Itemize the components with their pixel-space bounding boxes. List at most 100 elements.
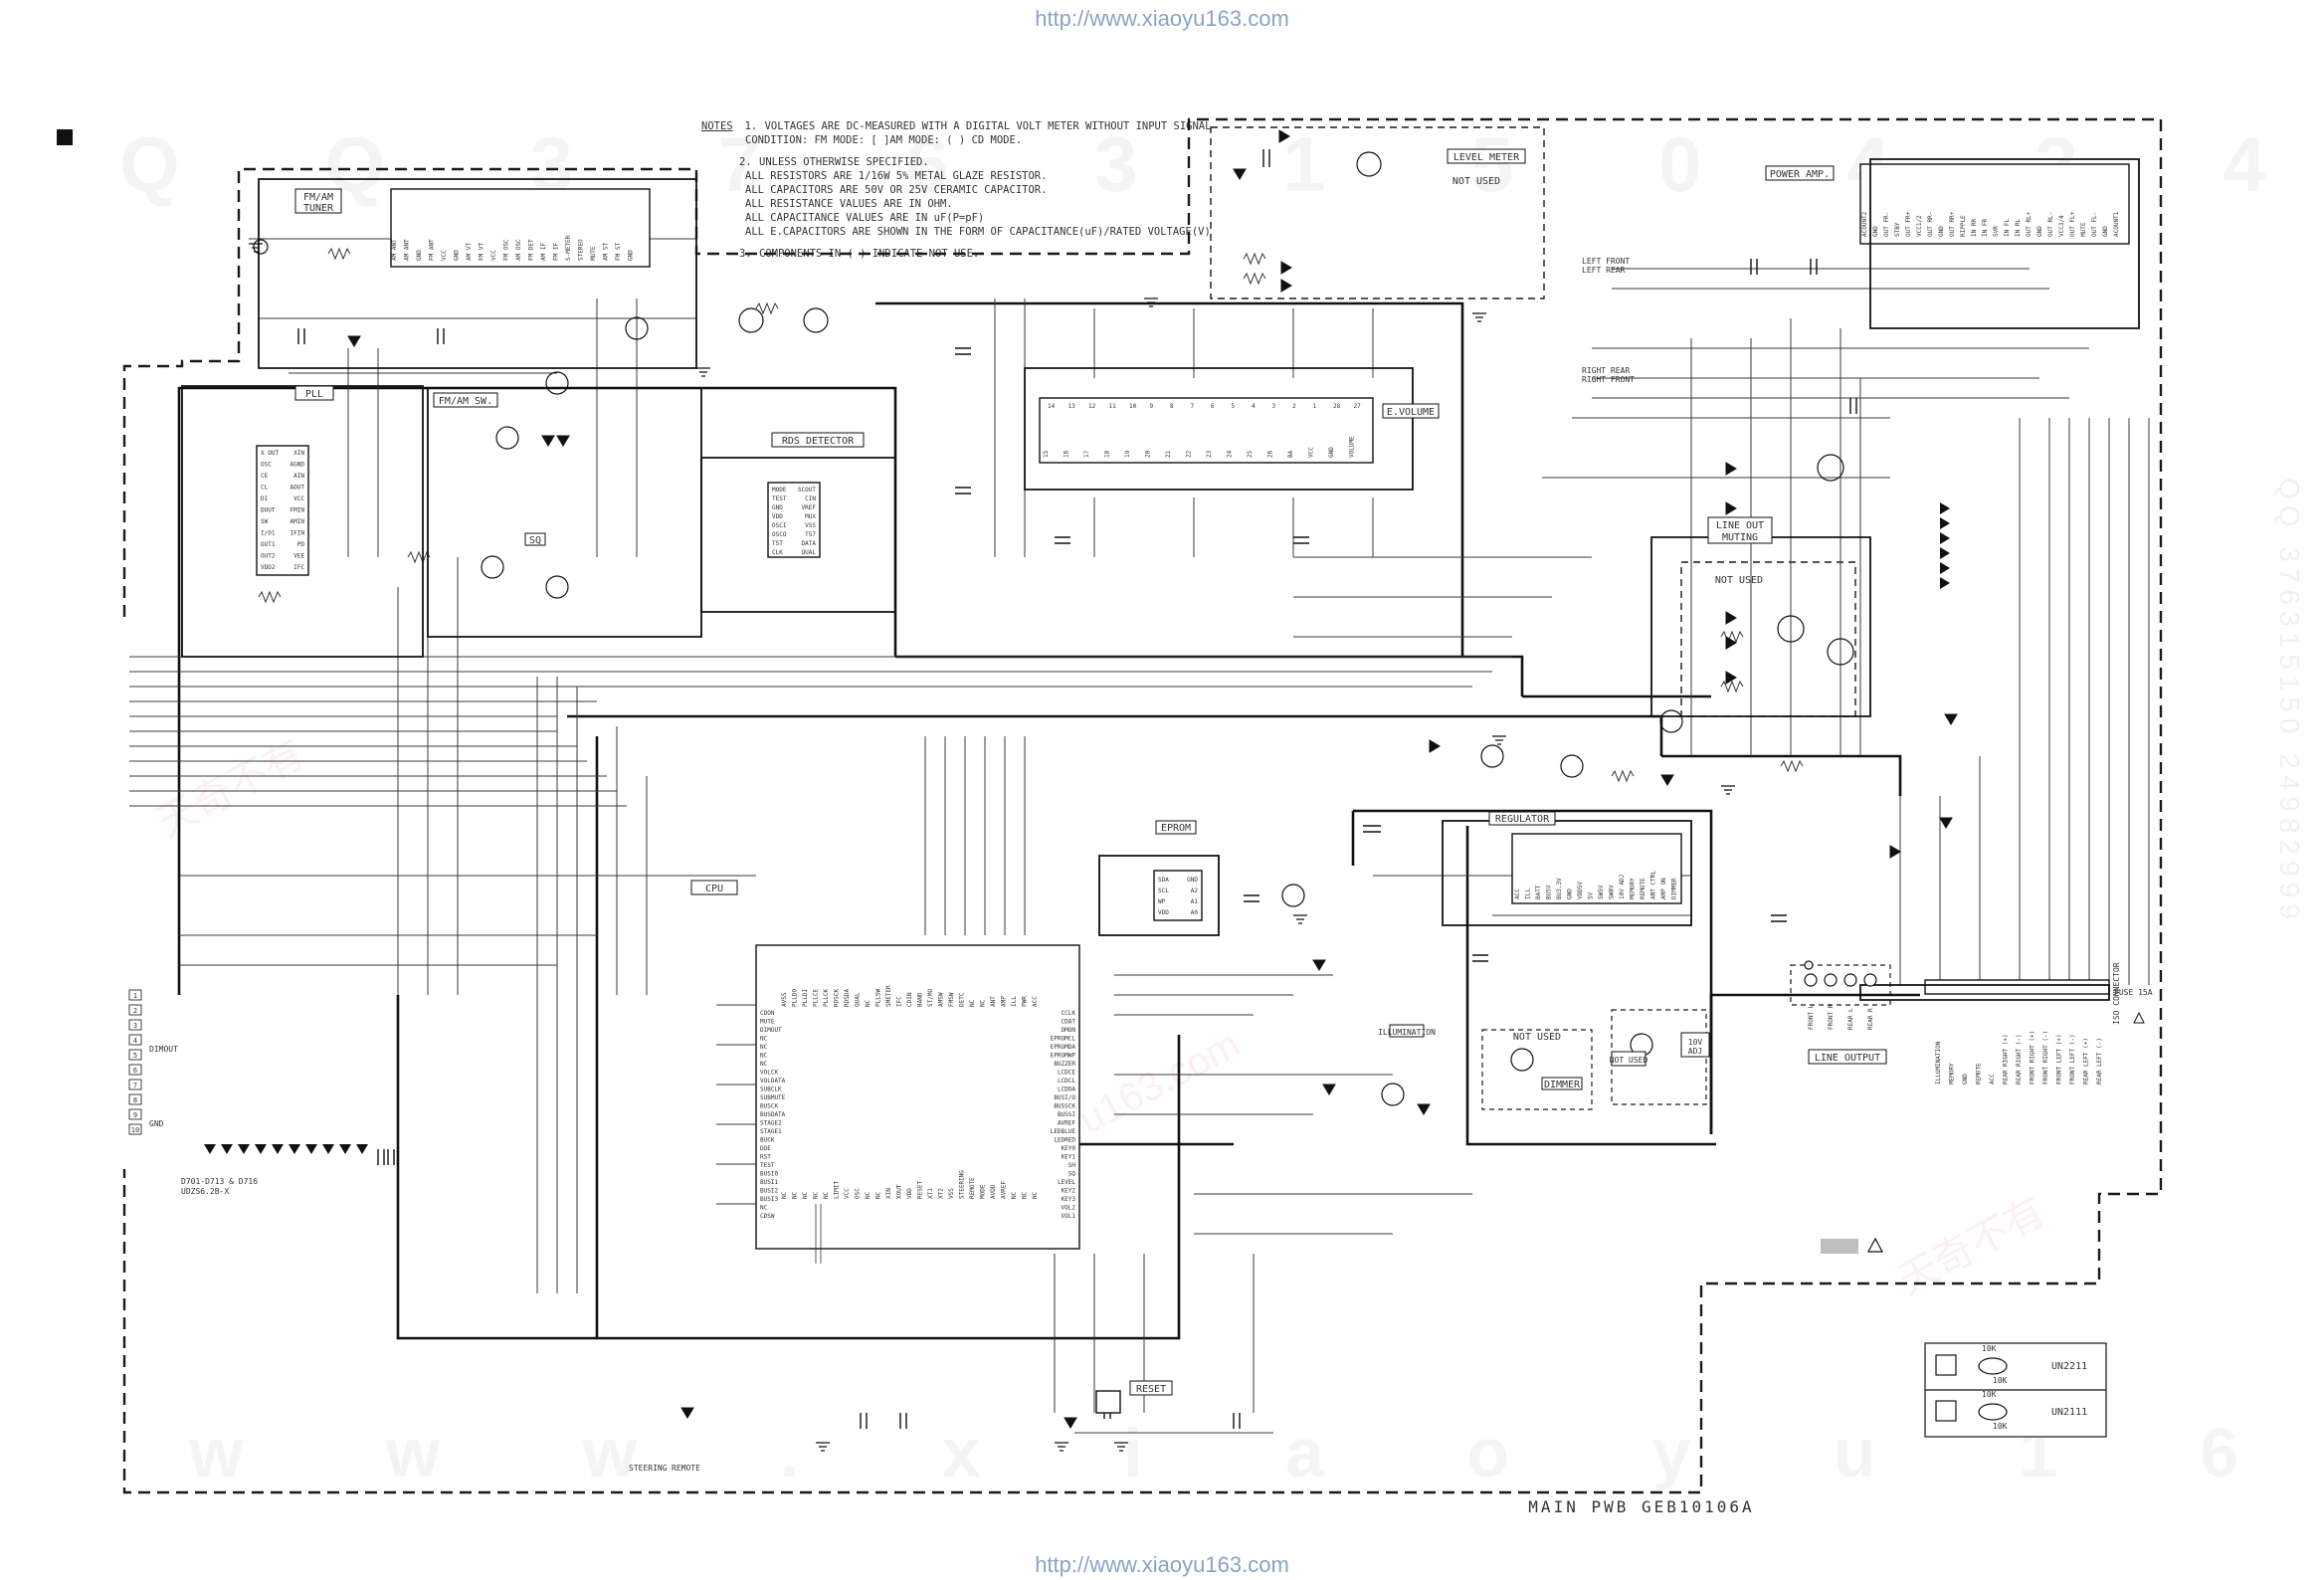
pll-pin-label: VEE xyxy=(293,553,304,560)
label-power-amp: POWER AMP. xyxy=(1770,169,1830,180)
cpu-pin-label: BUSI2 xyxy=(760,1188,778,1195)
evol-pin-label: 4 xyxy=(1252,403,1256,410)
left-connector-pin-number: 10 xyxy=(131,1126,139,1134)
pll-pin-label: OSC xyxy=(261,462,272,469)
cpu-pin-label: AVSS xyxy=(781,992,788,1007)
rds-pin-label: CIN xyxy=(805,495,816,502)
rds-ic xyxy=(767,482,821,558)
label-steering: STEERING xyxy=(629,1464,668,1473)
evol-pin-label: 20 xyxy=(1145,450,1152,458)
power-amp-pin-label: IN RL xyxy=(2015,219,2022,237)
power-amp-pin-label: STBY xyxy=(1894,222,1901,237)
cpu-pin-label: BUZZER xyxy=(1054,1061,1075,1068)
evol-pin-label: 28 xyxy=(1333,403,1341,410)
evol-pin-label: 12 xyxy=(1088,403,1096,410)
label-level-meter-not-used: NOT USED xyxy=(1452,176,1500,187)
eprom-ic xyxy=(1153,870,1203,921)
power-amp-pin-label: ACOUNT1 xyxy=(2113,211,2120,237)
cpu-pin-label: NC xyxy=(1022,1191,1029,1199)
label-eprom: EPROM xyxy=(1161,823,1191,834)
tuner-pin-label: FM ST xyxy=(615,243,622,261)
cpu-ic xyxy=(755,944,1080,1250)
evol-pin-label: 1 xyxy=(1313,403,1317,410)
label-regulator: REGULATOR xyxy=(1495,814,1550,825)
legend-r1-a: 10K xyxy=(1982,1344,1997,1353)
evol-pin-label: 25 xyxy=(1247,450,1254,458)
cpu-pin-label: BAND xyxy=(917,992,924,1007)
cpu-pin-label: NC xyxy=(865,999,872,1007)
rds-pin-label: VSS xyxy=(805,522,816,529)
regulator-pin-label: SW5V xyxy=(1598,885,1605,899)
tuner-pin-label: AM IF xyxy=(540,243,547,261)
iso-pin-label: REMOTE xyxy=(1976,1063,1983,1085)
line-out-jack-label: FRONT L xyxy=(1808,1004,1815,1030)
cpu-pin-label: XOUT xyxy=(896,1184,903,1199)
eprom-pin-label: A0 xyxy=(1191,909,1199,916)
tuner-pin-label: AM ANT xyxy=(391,239,398,261)
rds-pin-label: QUAL xyxy=(802,549,817,556)
cpu-pin-label: NC xyxy=(792,1191,799,1199)
cpu-pin-label: TEST xyxy=(760,1162,775,1169)
tuner-pin-label: STEREO xyxy=(578,239,585,261)
rds-pin-label: VDD xyxy=(772,513,783,520)
cpu-pin-label: REMOTE xyxy=(969,1177,976,1199)
cpu-pin-label: KEY1 xyxy=(1062,1154,1076,1161)
regulator-pin-label: SW8V xyxy=(1609,885,1616,899)
pll-pin-label: CE xyxy=(261,473,269,480)
iso-pin-label: MEMORY xyxy=(1949,1063,1956,1085)
label-line-out-muting-1: LINE OUT xyxy=(1716,520,1764,531)
label-right-front: RIGHT FRONT xyxy=(1582,375,1635,384)
evol-pin-label: 5 xyxy=(1232,403,1236,410)
tuner-pin-label: AM OSC xyxy=(515,239,522,261)
left-connector-pin-number: 1 xyxy=(133,992,137,1000)
cpu-pin-label: BUSI0 xyxy=(760,1171,778,1178)
eprom-pin-label: SCL xyxy=(1158,888,1169,894)
label-e-volume: E.VOLUME xyxy=(1387,407,1435,418)
label-ilumi: ILLUMINATION xyxy=(1378,1028,1436,1037)
cpu-pin-label: AVDD xyxy=(990,1184,997,1199)
pll-pin-label: SW xyxy=(261,518,269,525)
cpu-pin-label: VDD xyxy=(906,1188,913,1199)
pll-pin-label: DI xyxy=(261,495,269,502)
eprom-pin-label: WP xyxy=(1158,898,1166,905)
power-amp-pin-label: IN FL xyxy=(2004,219,2011,237)
line-out-jack-label: REAR R xyxy=(1867,1008,1874,1030)
cpu-pin-label: DETC xyxy=(959,992,966,1007)
evol-pin-label: 18 xyxy=(1104,450,1111,458)
cpu-pin-label: BUSDATA xyxy=(760,1111,786,1118)
cpu-pin-label: NC xyxy=(760,1061,768,1068)
pll-ic xyxy=(256,445,309,576)
safety-badge xyxy=(1821,1239,1858,1254)
evol-pin-label: GND xyxy=(1328,447,1335,458)
evol-pin-label: 10 xyxy=(1129,403,1137,410)
evol-pin-label: 26 xyxy=(1267,450,1274,458)
tuner-pin-label: MUTE xyxy=(590,246,597,261)
cpu-pin-label: LCDCE xyxy=(1058,1070,1075,1077)
eprom-pin-label: A2 xyxy=(1191,888,1199,894)
pll-pin-label: AIN xyxy=(293,473,304,480)
cpu-pin-label: BUSSCK xyxy=(1054,1103,1075,1110)
iso-pin-label: FRONT LEFT (-) xyxy=(2069,1034,2076,1085)
cpu-pin-label: PLLDI xyxy=(802,989,809,1007)
source-url-top[interactable]: http://www.xiaoyu163.com xyxy=(1035,6,1289,31)
power-amp-pin-label: IN RR xyxy=(1971,219,1978,237)
level-meter-box xyxy=(1210,126,1545,299)
tuner-pin-label: FM DET xyxy=(528,239,535,261)
source-url-bottom[interactable]: http://www.xiaoyu163.com xyxy=(1035,1552,1289,1577)
cpu-pin-label: XT2 xyxy=(938,1188,945,1199)
regulator-pin-label: DIMMER xyxy=(1671,878,1678,899)
power-amp-pin-label: MUTE xyxy=(2080,222,2087,237)
label-iso-connector: ISO CONNECTOR xyxy=(2112,962,2121,1025)
cpu-pin-label: LEDRED xyxy=(1054,1137,1075,1144)
cpu-pin-label: NC xyxy=(760,1036,768,1043)
pll-pin-label: AOUT xyxy=(290,485,305,492)
cpu-pin-label: MUTE xyxy=(760,1019,775,1026)
cpu-pin-label: CDSW xyxy=(760,1213,775,1220)
legend-part-b: UN2111 xyxy=(2051,1407,2087,1418)
iso-pin-label: REAR LEFT (+) xyxy=(2083,1038,2090,1085)
rds-pin-label: TEST xyxy=(772,495,787,502)
cpu-pin-label: BUSI1 xyxy=(760,1179,778,1186)
rds-pin-label: MODE xyxy=(772,487,787,494)
label-rds-detector: RDS DETECTOR xyxy=(782,436,855,447)
antenna-jack xyxy=(253,239,269,255)
